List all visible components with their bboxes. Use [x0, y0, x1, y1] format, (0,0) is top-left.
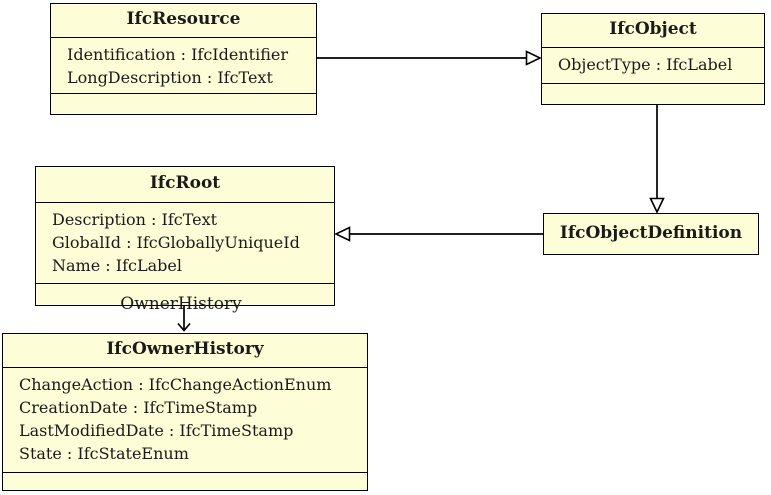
class-title-ifcresource: IfcResource: [51, 4, 316, 38]
attribute-line: Identification : IfcIdentifier: [67, 44, 288, 64]
attribute-line: CreationDate : IfcTimeStamp: [19, 397, 258, 417]
class-operations-ifcownerhistory-empty: [3, 472, 367, 490]
generalization-arrow-resource-to-object: [317, 50, 542, 66]
class-attributes-ifcroot: Description : IfcText GlobalId : IfcGlob…: [36, 203, 334, 283]
class-box-ifcobject: IfcObject ObjectType : IfcLabel: [541, 13, 765, 105]
attribute-line: ChangeAction : IfcChangeActionEnum: [19, 374, 332, 394]
class-box-ifcownerhistory: IfcOwnerHistory ChangeAction : IfcChange…: [2, 333, 368, 491]
attribute-line: Description : IfcText: [52, 209, 218, 229]
class-box-ifcroot: IfcRoot Description : IfcText GlobalId :…: [35, 166, 335, 306]
class-box-ifcresource: IfcResource Identification : IfcIdentifi…: [50, 3, 317, 115]
attribute-line: State : IfcStateEnum: [19, 443, 189, 463]
class-title-ifcownerhistory: IfcOwnerHistory: [3, 334, 367, 368]
generalization-arrow-objectdefinition-to-root: [334, 226, 543, 242]
class-attributes-ifcobject: ObjectType : IfcLabel: [542, 48, 764, 83]
class-operations-ifcobject-empty: [542, 83, 764, 104]
class-operations-ifcresource-empty: [51, 93, 316, 114]
class-title-ifcobjectdefinition: IfcObjectDefinition: [559, 223, 743, 243]
attribute-line: LastModifiedDate : IfcTimeStamp: [19, 420, 294, 440]
attribute-line: GlobalId : IfcGloballyUniqueId: [52, 232, 300, 252]
attribute-line: Name : IfcLabel: [52, 255, 182, 275]
attribute-line: ObjectType : IfcLabel: [558, 54, 733, 74]
generalization-arrow-object-to-objectdefinition: [649, 105, 665, 214]
class-title-ifcroot: IfcRoot: [36, 167, 334, 203]
class-operations-ifcroot-empty: [36, 283, 334, 305]
attribute-line: LongDescription : IfcText: [67, 67, 273, 87]
association-label-ownerhistory: OwnerHistory: [120, 294, 242, 314]
class-attributes-ifcownerhistory: ChangeAction : IfcChangeActionEnum Creat…: [3, 368, 367, 472]
class-box-ifcobjectdefinition: IfcObjectDefinition: [543, 213, 759, 255]
class-attributes-ifcresource: Identification : IfcIdentifier LongDescr…: [51, 38, 316, 93]
class-title-ifcobject: IfcObject: [542, 14, 764, 48]
